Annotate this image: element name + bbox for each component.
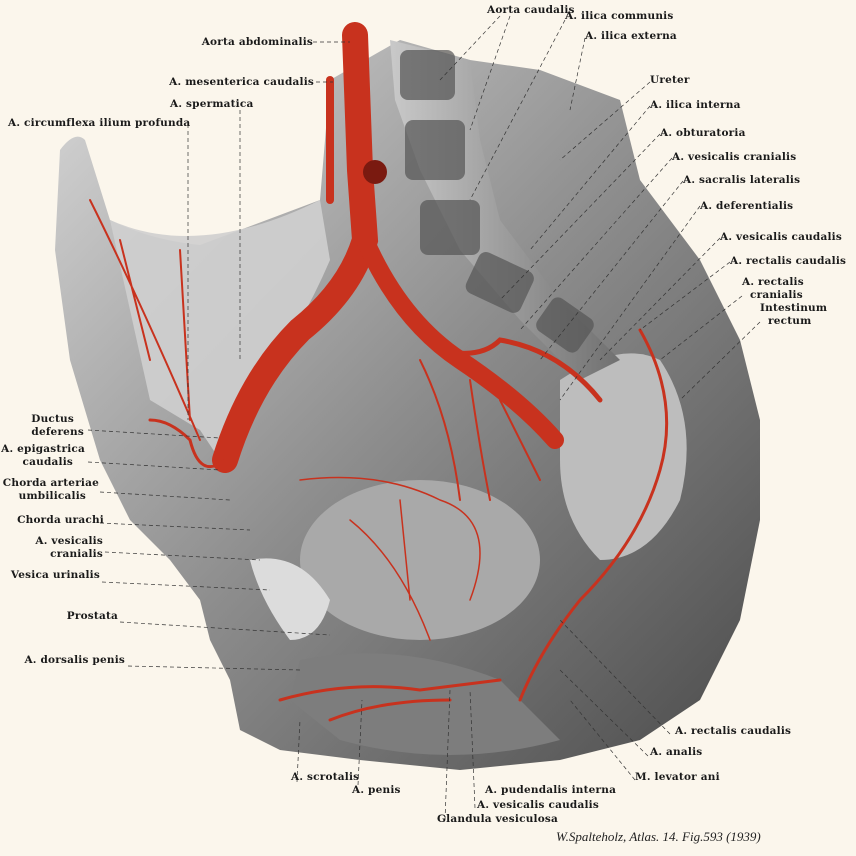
label-a-vesicalis-cranialis-left-1: A. vesicalis: [35, 535, 103, 547]
label-ductus-1: Ductus: [31, 413, 74, 425]
pubic-bone: [250, 558, 330, 640]
label-a-vesicalis-cranialis: A. vesicalis cranialis: [672, 151, 797, 163]
label-prostata: Prostata: [66, 610, 118, 622]
leader-lines: [87, 15, 761, 821]
aorta-cut: [363, 160, 387, 184]
label-a-obturatoria: A. obturatoria: [660, 127, 746, 139]
label-a-sacralis-lateralis: A. sacralis lateralis: [683, 174, 801, 186]
label-aorta-abdominalis: Aorta abdominalis: [201, 36, 313, 48]
label-intestinum-2: rectum: [768, 315, 812, 327]
label-aorta-caudalis: Aorta caudalis: [487, 4, 575, 16]
label-a-rectalis-caudalis-bottom: A. rectalis caudalis: [675, 725, 792, 737]
peritoneum: [110, 200, 330, 460]
figure-credit: W.Spalteholz, Atlas. 14. Fig.593 (1939): [556, 829, 761, 844]
label-a-ilica-interna: A. ilica interna: [650, 99, 741, 111]
label-epigastrica-2: caudalis: [22, 456, 73, 468]
label-glandula-vesiculosa: Glandula vesiculosa: [437, 813, 559, 825]
label-a-scrotalis: A. scrotalis: [291, 771, 360, 783]
label-a-vesicalis-cranialis-left-2: cranialis: [50, 548, 103, 560]
label-a-vesicalis-caudalis-bottom: A. vesicalis caudalis: [477, 799, 599, 811]
label-a-circumflexa: A. circumflexa ilium profunda: [8, 117, 191, 129]
label-epigastrica-1: A. epigastrica: [1, 443, 85, 455]
label-a-dorsalis-penis: A. dorsalis penis: [24, 654, 125, 666]
label-a-vesicalis-caudalis: A. vesicalis caudalis: [720, 231, 842, 243]
label-a-deferentialis: A. deferentialis: [700, 200, 794, 212]
label-a-spermatica: A. spermatica: [170, 98, 254, 110]
label-m-levator-ani: M. levator ani: [635, 771, 720, 783]
label-a-rectalis-caudalis: A. rectalis caudalis: [730, 255, 847, 267]
label-a-ilica-externa: A. ilica externa: [585, 30, 677, 42]
abdominal-wall: [55, 40, 760, 770]
label-chorda-arteriae-2: umbilicalis: [18, 490, 86, 502]
label-ductus-2: deferens: [31, 426, 84, 438]
bladder: [300, 480, 540, 640]
label-vesica-urinalis: Vesica urinalis: [10, 569, 100, 581]
label-a-ilica-communis: A. ilica communis: [565, 10, 674, 22]
label-a-analis: A. analis: [650, 746, 703, 758]
label-a-rectalis-cranialis-1: A. rectalis: [742, 276, 804, 288]
label-intestinum-1: Intestinum: [760, 302, 828, 314]
arteries: [89, 22, 669, 722]
label-a-rectalis-cranialis-2: cranialis: [750, 289, 803, 301]
penis-base: [290, 653, 560, 755]
label-a-penis: A. penis: [352, 784, 401, 796]
label-chorda-arteriae-1: Chorda arteriae: [2, 477, 99, 489]
label-chorda-urachi: Chorda urachi: [17, 514, 104, 526]
label-ureter: Ureter: [650, 74, 690, 86]
rectum: [560, 353, 687, 560]
label-a-pudendalis-interna: A. pudendalis interna: [485, 784, 617, 796]
label-a-mesenterica-caudalis: A. mesenterica caudalis: [169, 76, 314, 88]
